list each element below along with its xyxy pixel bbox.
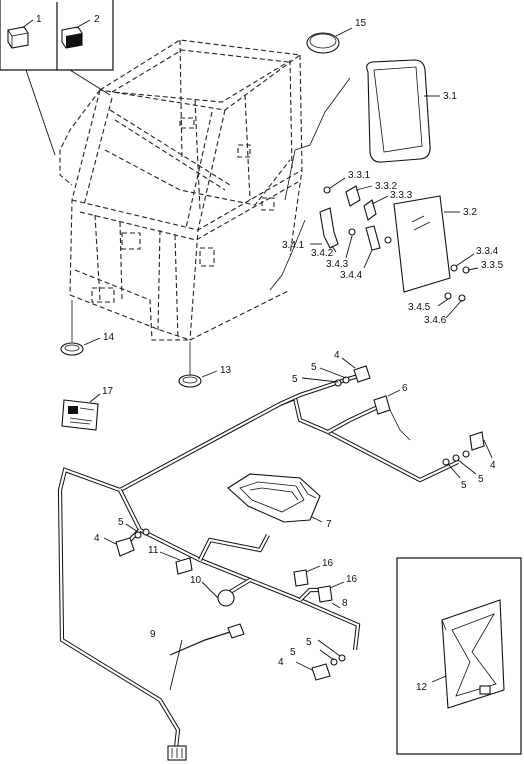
label-part-4-top: 4 (334, 350, 340, 361)
label-part-3-3-3: 3.3.3 (390, 190, 413, 201)
label-part-5-left: 5 (118, 517, 124, 528)
label-part-15: 15 (355, 18, 367, 29)
window-callout-lines (269, 77, 351, 291)
label-part-14: 14 (103, 332, 115, 343)
label-part-3-2: 3.2 (463, 207, 477, 218)
label-part-16-b: 16 (346, 574, 358, 585)
label-part-5-right-b: 5 (461, 480, 467, 491)
part-1-plug (7, 19, 34, 49)
part-12-inset-box (396, 557, 522, 755)
label-part-5-bottom-b: 5 (290, 647, 296, 658)
part-14-seal-ring (60, 337, 101, 356)
label-part-13: 13 (220, 365, 232, 376)
label-part-3-4-3: 3.4.3 (326, 259, 349, 270)
label-part-5-top-b: 5 (311, 362, 317, 373)
inset-box-parts-1-2 (0, 0, 114, 156)
part-13-seal-ring (178, 370, 218, 388)
part-7-console-tray (227, 473, 321, 523)
label-part-6: 6 (402, 383, 408, 394)
label-part-12: 12 (416, 682, 428, 693)
wiring-harness (57, 373, 459, 761)
label-part-2: 2 (94, 14, 100, 25)
label-part-5-bottom-a: 5 (306, 637, 312, 648)
label-part-4-bottom: 4 (278, 657, 284, 668)
harness-connectors (115, 365, 485, 681)
label-part-4-right: 4 (490, 460, 496, 471)
label-part-3-4-2: 3.4.2 (311, 248, 334, 259)
label-part-10: 10 (190, 575, 202, 586)
hinge-latch-hardware (310, 177, 479, 319)
label-part-5-top-a: 5 (292, 374, 298, 385)
label-part-9: 9 (150, 629, 156, 640)
label-part-17: 17 (102, 386, 114, 397)
part-15-round-seal (306, 27, 353, 54)
label-part-3-3-2: 3.3.2 (375, 181, 398, 192)
part-17-decal (61, 393, 101, 431)
label-part-3-4-4: 3.4.4 (340, 270, 363, 281)
label-part-1: 1 (36, 14, 42, 25)
label-part-3-4-6: 3.4.6 (424, 315, 447, 326)
cab-frame (59, 39, 303, 375)
label-part-3-3-4: 3.3.4 (476, 246, 499, 257)
label-part-3-4-5: 3.4.5 (408, 302, 431, 313)
label-part-16-a: 16 (322, 558, 334, 569)
label-part-8: 8 (342, 598, 348, 609)
label-part-4-left: 4 (94, 533, 100, 544)
label-part-3-3-5: 3.3.5 (481, 260, 504, 271)
part-3-1-window-seal (366, 59, 440, 163)
part-3-2-glass-pane (393, 195, 460, 293)
label-part-3-4-1: 3.4.1 (282, 240, 305, 251)
label-part-7: 7 (326, 519, 332, 530)
label-part-11: 11 (148, 545, 159, 556)
label-part-5-right-a: 5 (478, 474, 484, 485)
label-part-3-1: 3.1 (443, 91, 457, 102)
part-2-plug (61, 19, 91, 49)
label-part-3-3-1: 3.3.1 (348, 170, 371, 181)
